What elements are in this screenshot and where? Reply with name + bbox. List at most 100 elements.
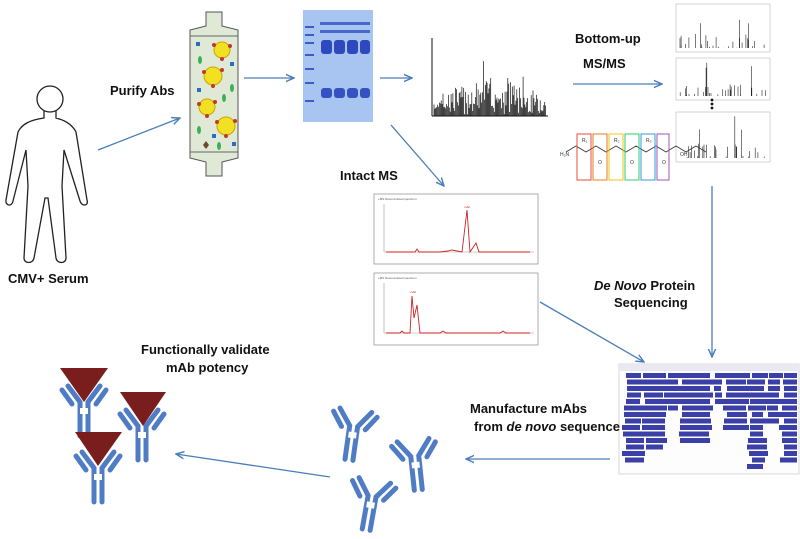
aligned-read bbox=[715, 399, 725, 404]
aligned-read bbox=[643, 373, 666, 378]
ms-spectrum-chart bbox=[431, 38, 548, 117]
aligned-read bbox=[682, 405, 713, 411]
svg-text:mAb: mAb bbox=[410, 290, 417, 294]
aligned-read bbox=[783, 379, 797, 385]
aligned-read bbox=[681, 386, 710, 391]
aligned-read bbox=[784, 444, 797, 450]
aligned-read bbox=[624, 412, 645, 417]
aligned-read bbox=[766, 399, 783, 404]
aligned-read bbox=[643, 412, 666, 417]
svg-text:R₃: R₃ bbox=[646, 138, 652, 144]
aligned-read bbox=[767, 405, 778, 411]
aligned-read bbox=[752, 373, 768, 378]
manufacture-label: Manufacture mAbs bbox=[470, 401, 587, 416]
aligned-read bbox=[682, 412, 710, 417]
denovo-italic: De Novo bbox=[594, 278, 647, 293]
aligned-read bbox=[779, 425, 797, 430]
svg-text:mAb: mAb bbox=[464, 205, 471, 209]
aligned-read bbox=[626, 444, 644, 450]
aligned-read bbox=[642, 425, 665, 430]
aligned-read bbox=[668, 373, 683, 378]
validated-antibodies bbox=[60, 368, 166, 502]
svg-text:+MS Deconvoluted spectrum: +MS Deconvoluted spectrum bbox=[378, 197, 417, 201]
antigen-triangle-icon bbox=[75, 432, 122, 466]
validate-label: Functionally validate bbox=[141, 342, 270, 357]
potency-label: mAb potency bbox=[166, 360, 249, 375]
aligned-read bbox=[784, 373, 797, 378]
manufactured-antibodies bbox=[327, 407, 440, 533]
aligned-read bbox=[747, 444, 767, 450]
aligned-read bbox=[622, 425, 640, 430]
antigen-triangle-icon bbox=[120, 392, 166, 426]
aligned-read bbox=[750, 431, 763, 437]
aligned-read bbox=[764, 418, 779, 424]
aligned-read bbox=[752, 457, 765, 463]
peptide-structure-icon: H₂N R₁ O R₂ O R₃ O OH bbox=[560, 133, 707, 181]
aligned-read bbox=[779, 412, 797, 417]
aligned-read bbox=[747, 464, 763, 469]
msms-label: MS/MS bbox=[583, 56, 626, 71]
manufacture-from: from bbox=[474, 419, 507, 434]
aligned-read bbox=[680, 425, 712, 430]
aligned-read bbox=[626, 438, 644, 443]
aligned-read bbox=[715, 373, 722, 378]
aligned-read bbox=[726, 392, 751, 398]
aligned-read bbox=[750, 418, 767, 424]
spectrum-peaks bbox=[433, 61, 546, 116]
antibody-icon bbox=[391, 438, 440, 492]
svg-text:R₁: R₁ bbox=[582, 138, 588, 144]
denovo-rest: Protein bbox=[647, 278, 695, 293]
svg-text:O: O bbox=[598, 160, 602, 166]
aligned-read bbox=[679, 392, 713, 398]
manufacture-rest: sequence bbox=[556, 419, 620, 434]
aligned-read bbox=[752, 412, 763, 417]
aligned-read bbox=[680, 438, 710, 443]
aligned-read bbox=[722, 373, 750, 378]
serum-label: CMV+ Serum bbox=[8, 271, 89, 286]
sequencing-label: Sequencing bbox=[614, 295, 688, 310]
aligned-read bbox=[784, 418, 797, 424]
antibody-icon bbox=[327, 407, 378, 463]
svg-text:O: O bbox=[662, 160, 666, 166]
aligned-read bbox=[642, 379, 668, 385]
intact-ms-spectrum-top: +MS Deconvoluted spectrum mAb bbox=[373, 193, 539, 265]
msms-spectra-stack bbox=[675, 3, 771, 163]
aligned-read bbox=[784, 392, 797, 398]
aligned-read bbox=[747, 379, 765, 385]
aligned-read bbox=[784, 386, 797, 391]
aligned-read bbox=[768, 379, 780, 385]
aligned-read bbox=[768, 386, 780, 391]
aligned-read bbox=[642, 418, 665, 424]
aligned-read bbox=[711, 379, 722, 385]
affinity-column-icon bbox=[189, 11, 239, 177]
aligned-read bbox=[682, 379, 712, 385]
aligned-read bbox=[769, 373, 783, 378]
aligned-read bbox=[681, 399, 710, 404]
intact-ms-label: Intact MS bbox=[340, 168, 398, 183]
aligned-read bbox=[727, 412, 747, 417]
arrow-intact-to-alignment bbox=[539, 301, 644, 362]
denovo-label: De Novo Protein bbox=[594, 278, 695, 293]
aligned-read bbox=[748, 438, 767, 443]
aligned-read bbox=[724, 399, 749, 404]
aligned-read bbox=[645, 399, 668, 404]
sequence-alignment-view bbox=[618, 363, 800, 475]
aligned-read bbox=[750, 386, 764, 391]
aligned-read bbox=[723, 425, 749, 430]
aligned-read bbox=[665, 379, 678, 385]
aligned-read bbox=[715, 392, 722, 398]
aligned-read bbox=[624, 405, 643, 411]
aligned-read bbox=[784, 451, 797, 456]
aligned-read bbox=[749, 451, 768, 456]
aligned-read bbox=[782, 405, 797, 411]
aligned-read bbox=[627, 392, 641, 398]
svg-text:+MS Deconvoluted spectrum: +MS Deconvoluted spectrum bbox=[378, 276, 417, 280]
svg-text:OH: OH bbox=[680, 152, 688, 158]
aligned-read bbox=[642, 386, 667, 391]
aligned-read bbox=[646, 438, 667, 443]
aligned-read bbox=[726, 379, 746, 385]
aligned-read bbox=[782, 438, 797, 443]
aligned-read bbox=[714, 386, 721, 391]
antigen-triangle-icon bbox=[60, 368, 108, 402]
